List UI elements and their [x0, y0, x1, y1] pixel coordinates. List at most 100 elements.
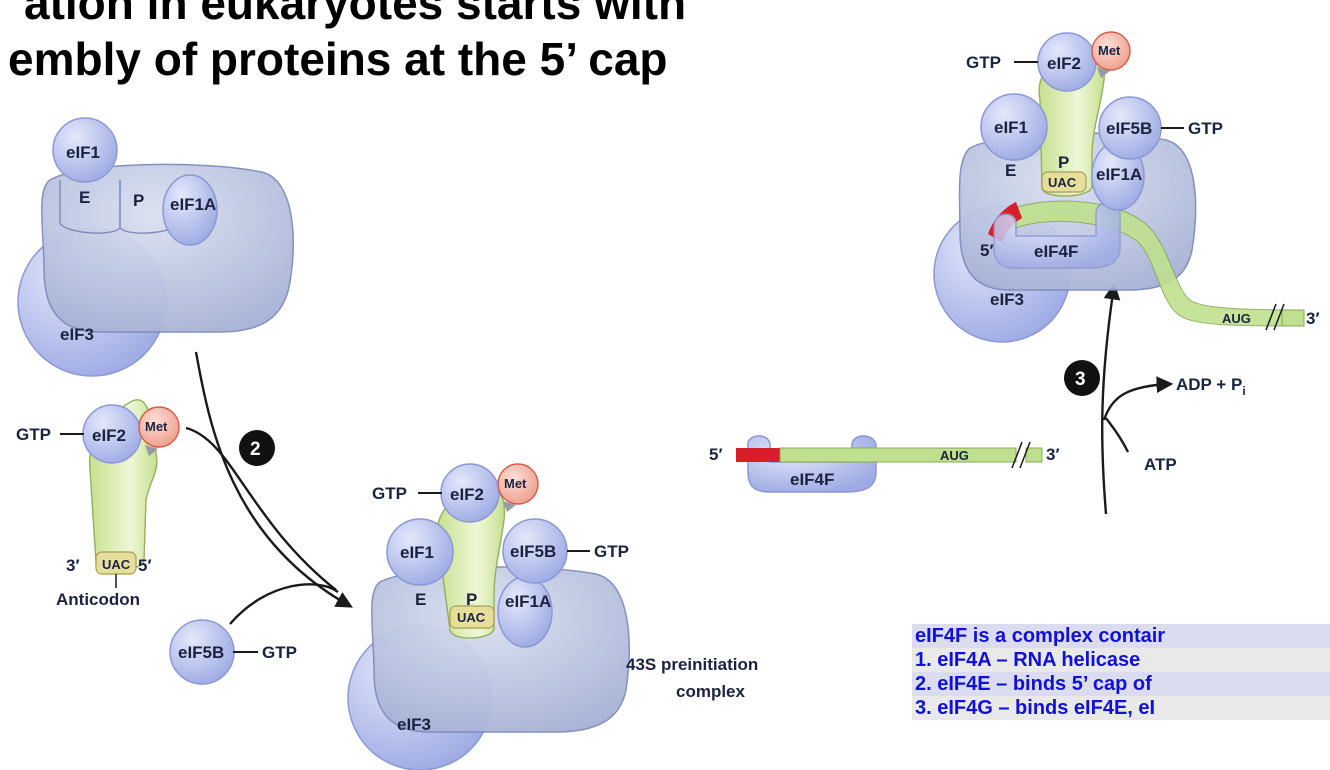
label-five-prime-48s: 5′: [980, 241, 994, 260]
label-gtp-43s-b: GTP: [594, 542, 629, 561]
eif2-trna-complex: GTP eIF2 Met 3′ UAC 5′ Anticodon: [16, 399, 180, 609]
label-aug-mrna: AUG: [940, 448, 969, 463]
label-eif4f-48s: eIF4F: [1034, 242, 1078, 261]
eif1-circle-48s: [980, 93, 1048, 161]
complex-48s: GTP eIF2 Met eIF1 eIF5B GTP E P UAC eIF1…: [933, 31, 1320, 343]
notes-line-2: 1. eIF4A – RNA helicase: [912, 648, 1330, 672]
label-eif3-48s: eIF3: [990, 290, 1024, 309]
eif1a-ellipse-43s: [497, 576, 553, 648]
step-3-arrows: 3 ADP + Pi ATP: [1064, 282, 1246, 515]
eif1a-ellipse: [162, 174, 218, 246]
label-gtp-48s-b: GTP: [1188, 119, 1223, 138]
label-p-43s: P: [466, 590, 477, 609]
step-2-badge: [239, 430, 275, 466]
notes-line-4: 3. eIF4G – binds eIF4E, eI: [912, 696, 1330, 720]
label-eif3-43s: eIF3: [397, 715, 431, 734]
cap-red: [736, 448, 780, 462]
mrna-tail-48s: [1281, 309, 1305, 327]
eif4f-48s: [993, 201, 1121, 269]
step-2-number: 2: [250, 439, 261, 460]
label-43s-line1: 43S preinitiation: [626, 655, 758, 674]
label-eif1-43s: eIF1: [400, 543, 434, 562]
label-gtp-48s-a: GTP: [966, 53, 1001, 72]
uac-box-48s: [1041, 171, 1087, 193]
label-uac-43s: UAC: [457, 610, 486, 625]
mrna-strand: [779, 447, 1017, 463]
eif1-circle: [52, 117, 118, 183]
arrow-from-eif5b: [229, 583, 339, 625]
label-eif1: eIF1: [66, 143, 100, 162]
label-eif2-48s: eIF2: [1047, 54, 1081, 73]
label-eif4f-mrna: eIF4F: [790, 470, 834, 489]
label-met-48s: Met: [1098, 43, 1121, 58]
label-eif2-43s: eIF2: [450, 485, 484, 504]
label-gtp-1: GTP: [16, 425, 51, 444]
label-uac-48s: UAC: [1048, 175, 1077, 190]
label-three-prime-mrna: 3′: [1046, 445, 1060, 464]
step-3-number: 3: [1075, 369, 1086, 390]
arrow-atp: [1105, 417, 1130, 453]
slide-title-line-2: embly of proteins at the 5’ cap: [8, 33, 668, 85]
break-mark-48s-a: [1265, 303, 1277, 331]
pi-subscript: i: [1242, 384, 1245, 398]
label-gtp-5b: GTP: [262, 643, 297, 662]
step-3-badge: [1064, 360, 1100, 396]
label-e-48s: E: [1005, 161, 1016, 180]
label-eif1-48s: eIF1: [994, 118, 1028, 137]
label-aug-48s: AUG: [1222, 311, 1251, 326]
met-link-43s: [503, 501, 516, 512]
small-subunit-initial: eIF1 E P eIF1A eIF3: [17, 117, 294, 377]
label-e-site: E: [79, 188, 90, 207]
arrow-from-trna: [185, 426, 337, 591]
label-eif1a-48s: eIF1A: [1096, 165, 1142, 184]
eif1-circle-43s: [386, 518, 454, 586]
break-mark-b: [1019, 441, 1031, 469]
label-uac-1: UAC: [102, 557, 131, 572]
met-circle-48s: [1091, 31, 1131, 71]
label-gtp-43s-a: GTP: [372, 484, 407, 503]
met-link: [145, 445, 158, 456]
label-e-43s: E: [415, 590, 426, 609]
met-circle-43s: [497, 463, 539, 505]
break-mark-a: [1011, 441, 1023, 469]
complex-43s: GTP eIF2 Met eIF1 eIF5B GTP E P UAC eIF1…: [347, 463, 758, 770]
adp-text: ADP + P: [1176, 375, 1242, 394]
e-site-pocket: [59, 180, 121, 234]
ribosome-43s-body: [371, 566, 630, 733]
met-link-48s: [1097, 67, 1110, 78]
label-atp: ATP: [1144, 455, 1177, 474]
label-three-prime-48s: 3′: [1306, 309, 1320, 328]
label-eif1a: eIF1A: [170, 195, 216, 214]
break-mark-48s-b: [1273, 303, 1285, 331]
label-eif5b-43s: eIF5B: [510, 542, 556, 561]
label-five-prime-1: 5′: [138, 556, 152, 575]
notes-line-1: eIF4F is a complex contair: [912, 624, 1330, 648]
label-eif5b-1: eIF5B: [178, 643, 224, 662]
label-p-48s: P: [1058, 153, 1069, 172]
label-eif3: eIF3: [60, 325, 94, 344]
label-adp-pi: ADP + Pi: [1176, 375, 1246, 398]
label-p-site: P: [133, 191, 144, 210]
arrow-from-subunit: [194, 351, 353, 608]
label-five-prime-mrna: 5′: [709, 445, 723, 464]
label-met-43s: Met: [504, 476, 527, 491]
step-2-arrows: 2: [185, 351, 353, 625]
label-met-1: Met: [145, 419, 168, 434]
label-43s-line2: complex: [676, 682, 746, 701]
notes-line-3: 2. eIF4E – binds 5’ cap of: [912, 672, 1330, 696]
slide-title-line-1: ation in eukaryotes starts with: [24, 0, 687, 29]
arrow-step-3: [1101, 282, 1121, 515]
label-eif5b-48s: eIF5B: [1106, 119, 1152, 138]
label-eif1a-43s: eIF1A: [505, 592, 551, 611]
eif5b-free: eIF5B GTP: [169, 619, 297, 685]
mrna-eif4f: 5′ AUG 3′ eIF4F: [709, 435, 1060, 493]
label-anticodon: Anticodon: [56, 590, 140, 609]
label-three-prime-1: 3′: [66, 556, 80, 575]
arrow-adp: [1102, 376, 1174, 421]
label-eif2-1: eIF2: [92, 426, 126, 445]
ribosome-40s-body: [41, 163, 294, 333]
met-circle: [138, 406, 180, 448]
mrna-tail: [1025, 447, 1043, 463]
eif4f-shape: [747, 435, 877, 493]
